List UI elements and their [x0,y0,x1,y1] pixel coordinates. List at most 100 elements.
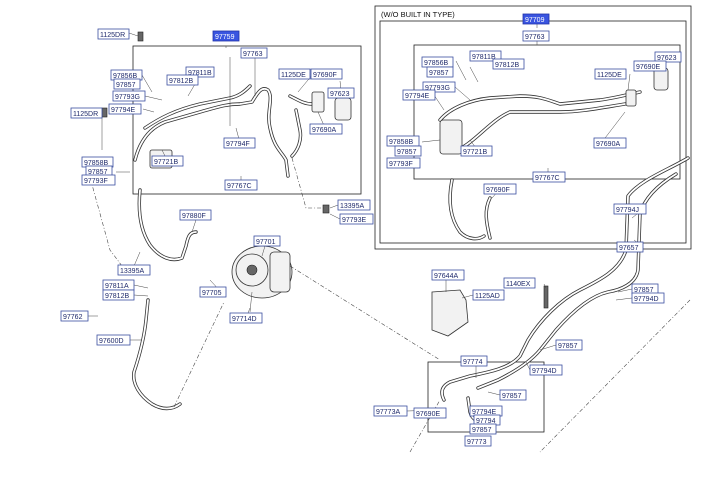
label-text: 97880F [182,213,206,220]
label-text: 97793E [342,217,366,224]
part-label-97690F-inset[interactable]: 97690F [483,183,517,195]
part-label-97793G-inset[interactable]: 97793G [422,81,456,93]
bolt-1140EX [543,285,549,309]
part-label-97714D[interactable]: 97714D [229,312,263,324]
part-label-1125DR-top[interactable]: 1125DR [97,28,130,40]
part-label-97705[interactable]: 97705 [199,286,227,298]
part-label-97794E-inset[interactable]: 97794E [402,89,436,101]
inset-title: (W/O BUILT IN TYPE) [381,10,455,19]
part-label-97767C-main[interactable]: 97767C [224,179,258,191]
part-label-97657[interactable]: 97657 [616,241,644,253]
part-label-97709[interactable]: 97709 [522,13,550,25]
part-label-13395A-bottom[interactable]: 13395A [117,264,151,276]
part-label-97880F-main[interactable]: 97880F [179,209,212,221]
part-label-97690E-right[interactable]: 97690E [413,407,447,419]
part-label-97857-main-a[interactable]: 97857 [113,78,141,90]
part-label-97857-main-b[interactable]: 97857 [85,165,113,177]
part-label-97773A[interactable]: 97773A [373,405,408,417]
label-text: 13395A [340,203,364,210]
part-label-97857-inset-a[interactable]: 97857 [426,66,454,78]
part-label-1125DE-inset[interactable]: 1125DE [594,68,627,80]
part-label-1140EX[interactable]: 1140EX [503,277,536,289]
part-label-97856B-inset[interactable]: 97856B [421,56,454,68]
part-label-97857-right-a[interactable]: 97857 [631,283,659,295]
part-label-97701[interactable]: 97701 [253,235,281,247]
part-label-97690A-main[interactable]: 97690A [309,123,343,135]
label-text: 97690A [312,127,336,134]
compressor [231,245,293,313]
bolt-1125DR-left [101,107,108,118]
label-text: 97705 [202,290,222,297]
part-label-97793G-main[interactable]: 97793G [112,90,146,102]
part-label-97762[interactable]: 97762 [60,310,89,322]
part-label-97690E-inset[interactable]: 97690E [633,60,667,72]
part-label-97690F-main[interactable]: 97690F [310,68,343,80]
part-label-97759[interactable]: 97759 [212,30,240,42]
part-label-97794D-right-a[interactable]: 97794D [631,292,665,304]
part-label-97721B-main[interactable]: 97721B [151,155,184,167]
part-label-97811A[interactable]: 97811A [102,279,135,291]
part-label-97857-inset-b[interactable]: 97857 [394,145,422,157]
part-label-97721B-inset[interactable]: 97721B [460,145,493,157]
label-text: 97709 [525,17,545,24]
part-label-97794J[interactable]: 97794J [613,203,647,215]
part-label-97623-inset[interactable]: 97623 [654,51,682,63]
inset-frame-outer [374,5,692,250]
label-text: 97600D [99,338,124,345]
label-text: 97858B [84,160,108,167]
part-label-97793E-main[interactable]: 97793E [339,213,374,225]
part-label-97858B-inset[interactable]: 97858B [386,135,420,147]
part-label-97811B-inset[interactable]: 97811B [469,50,502,62]
bolt-1125DR [137,31,144,42]
part-label-97763-inset[interactable]: 97763 [522,30,550,42]
part-label-97812B-inset[interactable]: 97812B [492,58,525,70]
label-text: 97857 [502,393,522,400]
part-label-1125AD[interactable]: 1125AD [472,289,505,301]
part-label-97644A[interactable]: 97644A [431,269,465,281]
label-text: 1140EX [506,281,531,288]
part-label-97794F-main[interactable]: 97794F [223,137,256,149]
part-label-97623-main[interactable]: 97623 [327,87,355,99]
part-label-13395A-top[interactable]: 13395A [337,199,371,211]
part-label-97690A-inset[interactable]: 97690A [593,137,627,149]
label-text: 97856B [424,60,448,67]
label-text: 1125DR [73,111,98,118]
guide-line-6 [539,299,691,453]
label-text: 97857 [116,82,136,89]
label-text: 97793F [84,178,108,185]
part-label-97811B-main[interactable]: 97811B [185,66,215,78]
label-text: 97623 [657,55,677,62]
part-label-97793F-main[interactable]: 97793F [81,174,116,186]
label-text: 97644A [434,273,458,280]
label-text: 97794D [532,368,557,375]
part-label-1125DE-main[interactable]: 1125DE [278,68,311,80]
label-text: 97794E [472,409,496,416]
part-label-97856B-main[interactable]: 97856B [110,69,143,81]
part-label-97767C-inset[interactable]: 97767C [532,171,566,183]
label-text: 1125DE [597,72,622,79]
label-text: 97773 [467,439,487,446]
part-label-97812B-lower[interactable]: 97812B [102,289,135,301]
part-label-97773[interactable]: 97773 [464,435,492,447]
part-label-97794D-right-b[interactable]: 97794D [529,364,563,376]
part-label-97794-right[interactable]: 97794 [473,414,501,426]
part-label-97600D[interactable]: 97600D [96,334,131,346]
part-label-97763-main[interactable]: 97763 [240,47,268,59]
part-label-1125DR-left[interactable]: 1125DR [70,107,103,119]
part-label-97794E-right[interactable]: 97794E [469,405,503,417]
label-text: 97793F [389,161,413,168]
part-label-97857-right-c[interactable]: 97857 [499,389,527,401]
label-text: 1125DE [281,72,306,79]
label-text: 97774 [463,359,483,366]
guide-line-5 [409,399,441,453]
part-label-97858B-main[interactable]: 97858B [81,156,114,168]
part-label-97857-right-d[interactable]: 97857 [469,423,497,435]
part-label-97857-right-b[interactable]: 97857 [555,339,583,351]
part-label-97812B-main[interactable]: 97812B [166,74,199,86]
label-text: 97690F [313,72,337,79]
part-label-97774[interactable]: 97774 [460,355,488,367]
label-text: 97794E [111,107,135,114]
part-label-97794E-main[interactable]: 97794E [108,103,142,115]
part-label-97793F-inset[interactable]: 97793F [386,157,421,169]
